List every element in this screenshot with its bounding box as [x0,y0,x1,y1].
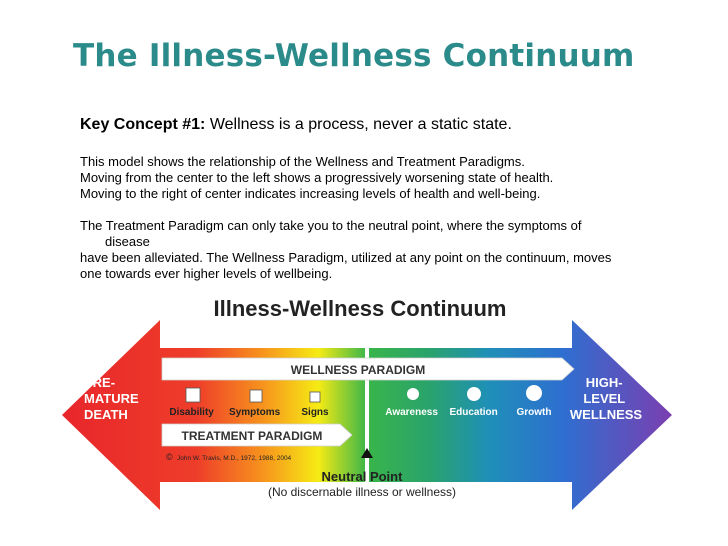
page-title: The Illness-Wellness Continuum [73,38,635,74]
wellness-paradigm-band [161,357,575,381]
right-end-line: WELLNESS [570,407,643,422]
marker-signs: Signs [301,407,329,418]
right-end-line: LEVEL [583,391,625,406]
left-end-label: PRE- MATURE DEATH [84,375,142,422]
key-concept-label: Key Concept #1: [80,116,206,133]
description-line: This model shows the relationship of the… [80,154,525,169]
education-circle-icon [467,387,481,401]
key-concept: Key Concept #1: Wellness is a process, n… [80,116,512,134]
description-line: one towards ever higher levels of wellbe… [80,266,333,281]
signs-square-icon [309,391,321,403]
symptoms-square-icon [249,389,263,403]
right-end-label: HIGH- LEVEL WELLNESS [570,375,643,422]
continuum-diagram: Illness-Wellness Continuum WELLNESS PARA… [0,290,728,546]
description-text: This model shows the relationship of the… [80,154,720,282]
left-end-line: DEATH [84,407,128,422]
disability-square-icon [185,387,201,403]
treatment-paradigm-label: TREATMENT PARADIGM [182,429,323,443]
continuum-svg: Illness-Wellness Continuum WELLNESS PARA… [62,296,672,510]
marker-disability: Disability [169,407,214,418]
treatment-paradigm-band [161,423,353,447]
left-end-line: PRE- [84,375,115,390]
neutral-point-triangle-icon [361,448,373,458]
awareness-circle-icon [407,388,419,400]
neutral-divider [365,348,369,482]
neutral-point-note: (No discernable illness or wellness) [268,485,456,499]
description-line: Moving to the right of center indicates … [80,186,541,201]
key-concept-text: Wellness is a process, never a static st… [209,116,512,133]
copyright-symbol: © [166,452,173,462]
description-line: The Treatment Paradigm can only take you… [80,218,582,233]
marker-growth: Growth [517,407,552,418]
left-end-line: MATURE [84,391,139,406]
description-line: Moving from the center to the left shows… [80,170,554,185]
right-end-line: HIGH- [586,375,623,390]
copyright-text: John W. Travis, M.D., 1972, 1988, 2004 [177,455,292,462]
description-line: have been alleviated. The Wellness Parad… [80,250,612,265]
marker-symptoms: Symptoms [229,407,281,418]
marker-awareness: Awareness [385,407,438,418]
neutral-point-label: Neutral Point [322,469,404,484]
diagram-heading: Illness-Wellness Continuum [214,296,507,321]
wellness-paradigm-label: WELLNESS PARADIGM [291,363,425,377]
description-line: disease [105,234,150,249]
svg-text:Awareness Education: Awareness Education Growth [385,407,551,418]
marker-education: Education [449,407,497,418]
svg-text:Disability Symptoms: Disability Symptoms Signs [169,407,329,418]
growth-circle-icon [526,385,542,401]
